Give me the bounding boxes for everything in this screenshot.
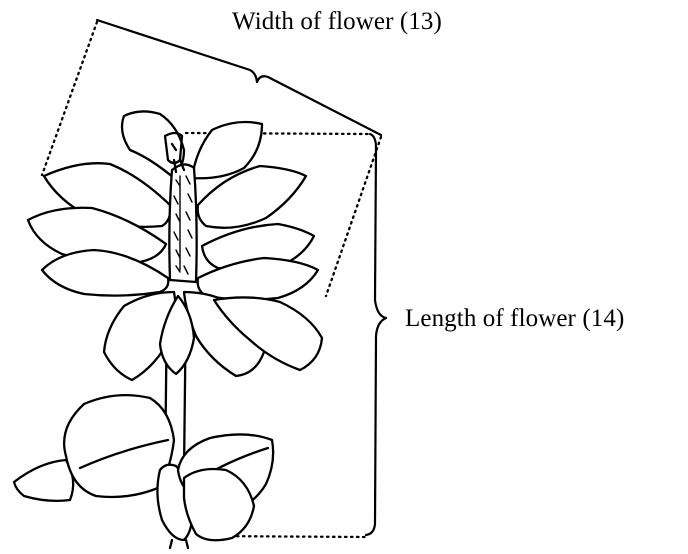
width-dotted-guide-left xyxy=(42,22,97,175)
lower-leaf-left-far xyxy=(14,460,73,501)
length-label: Length of flower (14) xyxy=(405,306,624,331)
length-brace xyxy=(366,134,386,535)
lower-stem-base xyxy=(170,540,188,548)
width-label: Width of flower (13) xyxy=(232,9,442,34)
flower-pistil xyxy=(169,164,196,282)
width-dotted-guide-right xyxy=(326,137,381,296)
flower-drawing xyxy=(14,111,322,548)
